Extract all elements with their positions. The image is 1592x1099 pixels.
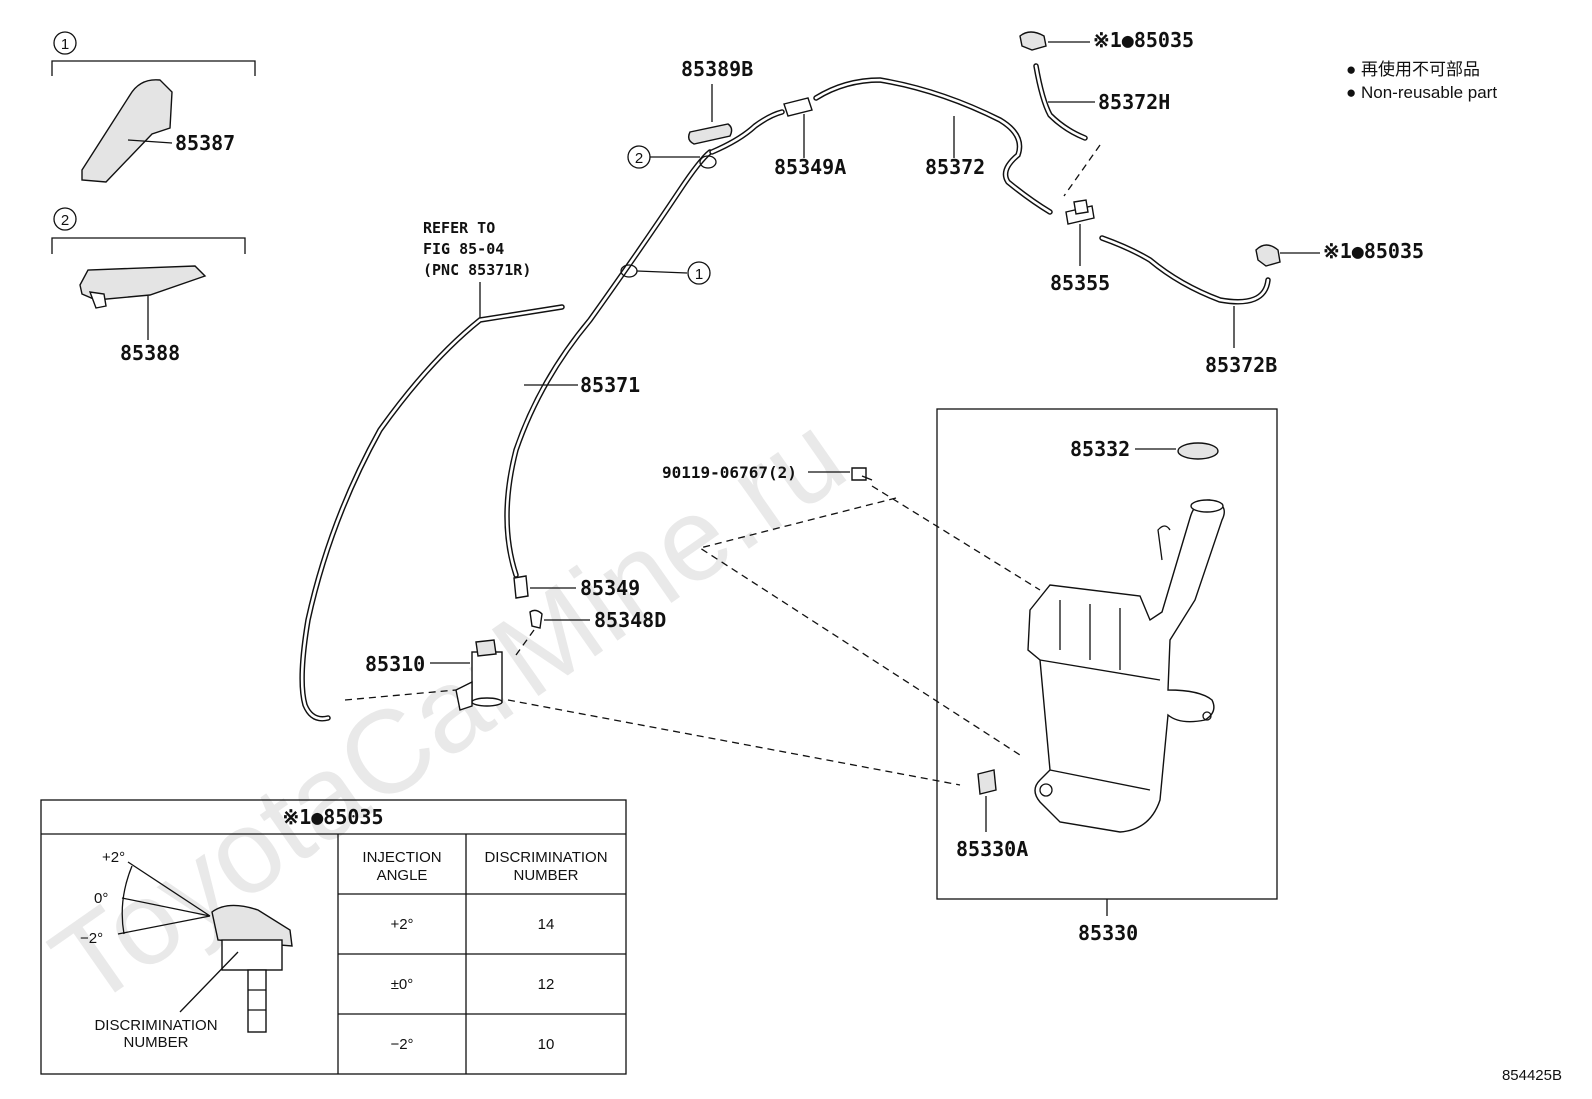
angle-rays: [117, 861, 211, 935]
label-85372[interactable]: 85372: [925, 155, 985, 179]
clamp-85388-pin: [88, 291, 107, 309]
refer-line1: REFER TO: [423, 219, 495, 237]
leader-85387: [127, 139, 173, 144]
connector-85349A[interactable]: [783, 97, 813, 117]
label-85388[interactable]: 85388: [120, 341, 180, 365]
leader-disc: [179, 951, 239, 1013]
legend-jp: ● 再使用不可部品: [1346, 59, 1480, 79]
injection-table: ※1●85035 INJECTION ANGLE DISCRIMINATION …: [40, 799, 627, 1075]
tee-85355-stem: [1073, 199, 1089, 215]
label-85349A[interactable]: 85349A: [774, 155, 846, 179]
label-85035-top[interactable]: ※1●85035: [1093, 28, 1194, 52]
angle-arc: [121, 865, 133, 935]
row2-number: 12: [538, 976, 555, 993]
row1-angle: +2°: [390, 916, 413, 933]
group1-number: 1: [61, 36, 69, 53]
label-85389B[interactable]: 85389B: [681, 57, 753, 81]
sleeve-85389B[interactable]: [687, 123, 733, 145]
row3-number: 10: [538, 1036, 555, 1053]
connector-85349[interactable]: [513, 575, 529, 599]
hose-85372[interactable]: [813, 77, 1053, 215]
clamp-marker2: [699, 155, 717, 169]
row2-angle: ±0°: [391, 976, 414, 993]
clamp-85387-shape[interactable]: [81, 79, 173, 183]
grommet-85330A[interactable]: [977, 769, 997, 795]
dashed-bolt-tank: [871, 485, 1041, 591]
head-disc-2: NUMBER: [513, 867, 578, 884]
bolt-90119[interactable]: [851, 467, 867, 481]
refer-line3: (PNC 85371R): [423, 261, 531, 279]
dashed-pump-tank: [507, 699, 961, 786]
nozzle-85035-right[interactable]: [1255, 244, 1281, 267]
group-2: 2 85388: [51, 207, 246, 365]
label-85371[interactable]: 85371: [580, 373, 640, 397]
label-85330A[interactable]: 85330A: [956, 837, 1028, 861]
label-85348D[interactable]: 85348D: [594, 608, 666, 632]
group-1: 1 85387: [51, 31, 256, 183]
label-85355[interactable]: 85355: [1050, 271, 1110, 295]
angle-plus2: +2°: [102, 849, 125, 866]
label-85387[interactable]: 85387: [175, 131, 235, 155]
angle-zero: 0°: [94, 890, 108, 907]
disc-label-2: NUMBER: [123, 1034, 188, 1051]
marker2-number: 2: [635, 150, 643, 167]
disc-label-1: DISCRIMINATION: [94, 1017, 217, 1034]
marker1-number: 1: [695, 266, 703, 283]
label-85332[interactable]: 85332: [1070, 437, 1130, 461]
pump-85310[interactable]: [455, 639, 503, 711]
head-angle-2: ANGLE: [377, 867, 428, 884]
label-90119[interactable]: 90119-06767(2): [662, 463, 797, 482]
head-angle-1: INJECTION: [362, 849, 441, 866]
group2-bracket: [51, 237, 246, 254]
label-85372B[interactable]: 85372B: [1205, 353, 1277, 377]
row1-number: 14: [538, 916, 555, 933]
washer-tank-85330[interactable]: [1027, 499, 1225, 833]
nozzle-85035-top[interactable]: [1019, 31, 1047, 51]
dashed-85372H: [1063, 144, 1101, 197]
marker1-circle: [687, 261, 711, 285]
dashed-bolt-lines: [698, 497, 1021, 756]
group2-number: 2: [61, 212, 69, 229]
head-disc-1: DISCRIMINATION: [484, 849, 607, 866]
label-85330[interactable]: 85330: [1078, 921, 1138, 945]
table-frame: [40, 799, 627, 1075]
figure-id: 854425B: [1502, 1067, 1562, 1084]
dashed-hose-pump: [344, 689, 457, 701]
label-85349[interactable]: 85349: [580, 576, 640, 600]
row3-angle: −2°: [390, 1036, 413, 1053]
group1-bracket: [51, 60, 256, 76]
watermark: ToyotaCarMine.ru: [29, 389, 868, 1031]
table-title: ※1●85035: [282, 805, 383, 829]
label-85035-right[interactable]: ※1●85035: [1323, 239, 1424, 263]
connector-85348D[interactable]: [529, 609, 543, 629]
dashed-85348D: [515, 629, 535, 656]
label-85310[interactable]: 85310: [365, 652, 425, 676]
clamp-85388-shape[interactable]: [79, 265, 207, 301]
legend-en: ● Non-reusable part: [1346, 83, 1497, 102]
leader-marker1: [636, 270, 688, 274]
angle-minus2: −2°: [80, 930, 103, 947]
group2-circle: [53, 207, 77, 231]
cap-85332[interactable]: [1177, 442, 1219, 460]
label-85372H[interactable]: 85372H: [1098, 90, 1170, 114]
group1-circle: [53, 31, 77, 55]
nozzle-sketch: [211, 904, 293, 947]
refer-line2: FIG 85-04: [423, 240, 504, 258]
